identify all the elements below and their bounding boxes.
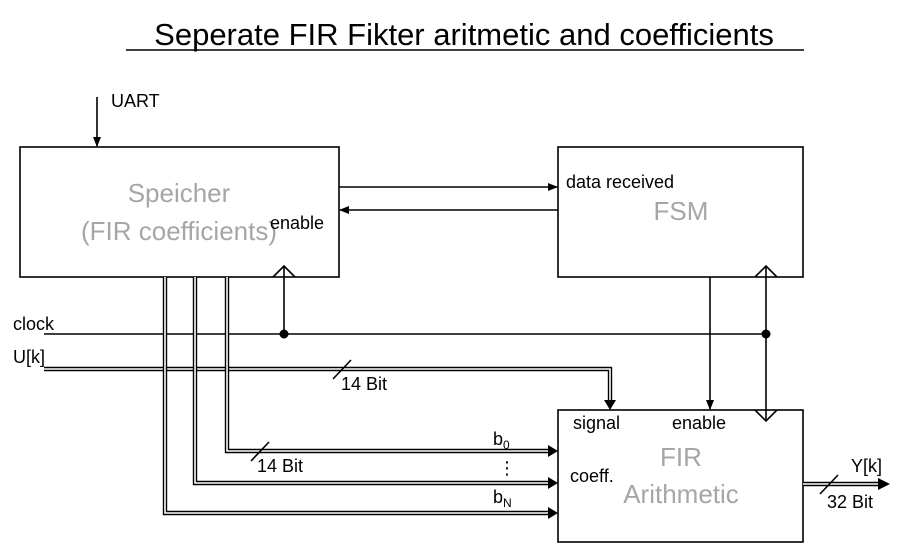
output-bus-width-label: 32 Bit [827, 492, 873, 512]
fir-title: FIR [660, 442, 702, 472]
clock-label: clock [13, 314, 55, 334]
coeff-bus-mid-arrowhead [548, 477, 558, 489]
signal-bus-width-label: 14 Bit [341, 374, 387, 394]
coeff-dots: ⋮ [498, 458, 516, 478]
output-bus-width-slash [819, 474, 839, 495]
coeff-bus-width-slash [250, 441, 270, 462]
speicher-block [19, 146, 340, 278]
diagram-title: Seperate FIR Fikter aritmetic and coeffi… [154, 17, 774, 52]
speicher-enable-label: enable [270, 213, 324, 233]
coeff-bus-bn [162, 277, 550, 516]
signal-in-label: U[k] [13, 347, 45, 367]
fir-signal-label: signal [573, 413, 620, 433]
fsm-block [557, 146, 804, 278]
coeff-bus-bn-arrowhead [548, 507, 558, 519]
coeff-bus-width-label: 14 Bit [257, 456, 303, 476]
uart-label: UART [111, 91, 160, 111]
coeff-bus-bn-inner [164, 277, 550, 514]
coeff-bn-label: bN [493, 487, 512, 510]
output-label: Y[k] [851, 456, 882, 476]
coeff-b0-label: b0 [493, 429, 510, 452]
coeff-bus-b0-arrowhead [548, 445, 558, 457]
speicher-title: Speicher [128, 178, 231, 208]
coeff-bus-b0-inner [226, 277, 550, 452]
signal-bus-inner [44, 368, 611, 402]
fsm-data-received-label: data received [566, 172, 674, 192]
fir-coeff-label: coeff. [570, 466, 614, 486]
output-bus-arrowhead [878, 478, 890, 490]
coeff-bus-mid-inner [194, 277, 550, 484]
signal-bus-arrowhead [604, 400, 616, 410]
signal-bus [44, 366, 613, 402]
fir-arithmetic-block [557, 409, 804, 543]
clock-junction-speicher [279, 329, 289, 339]
fir-enable-label: enable [672, 413, 726, 433]
clock-junction-fsm [761, 329, 771, 339]
fsm-title: FSM [654, 196, 709, 226]
fir-subtitle: Arithmetic [623, 479, 739, 509]
signal-bus-width-slash [332, 359, 352, 380]
speicher-subtitle: (FIR coefficients) [81, 216, 277, 246]
coeff-bus-b0 [224, 277, 550, 454]
